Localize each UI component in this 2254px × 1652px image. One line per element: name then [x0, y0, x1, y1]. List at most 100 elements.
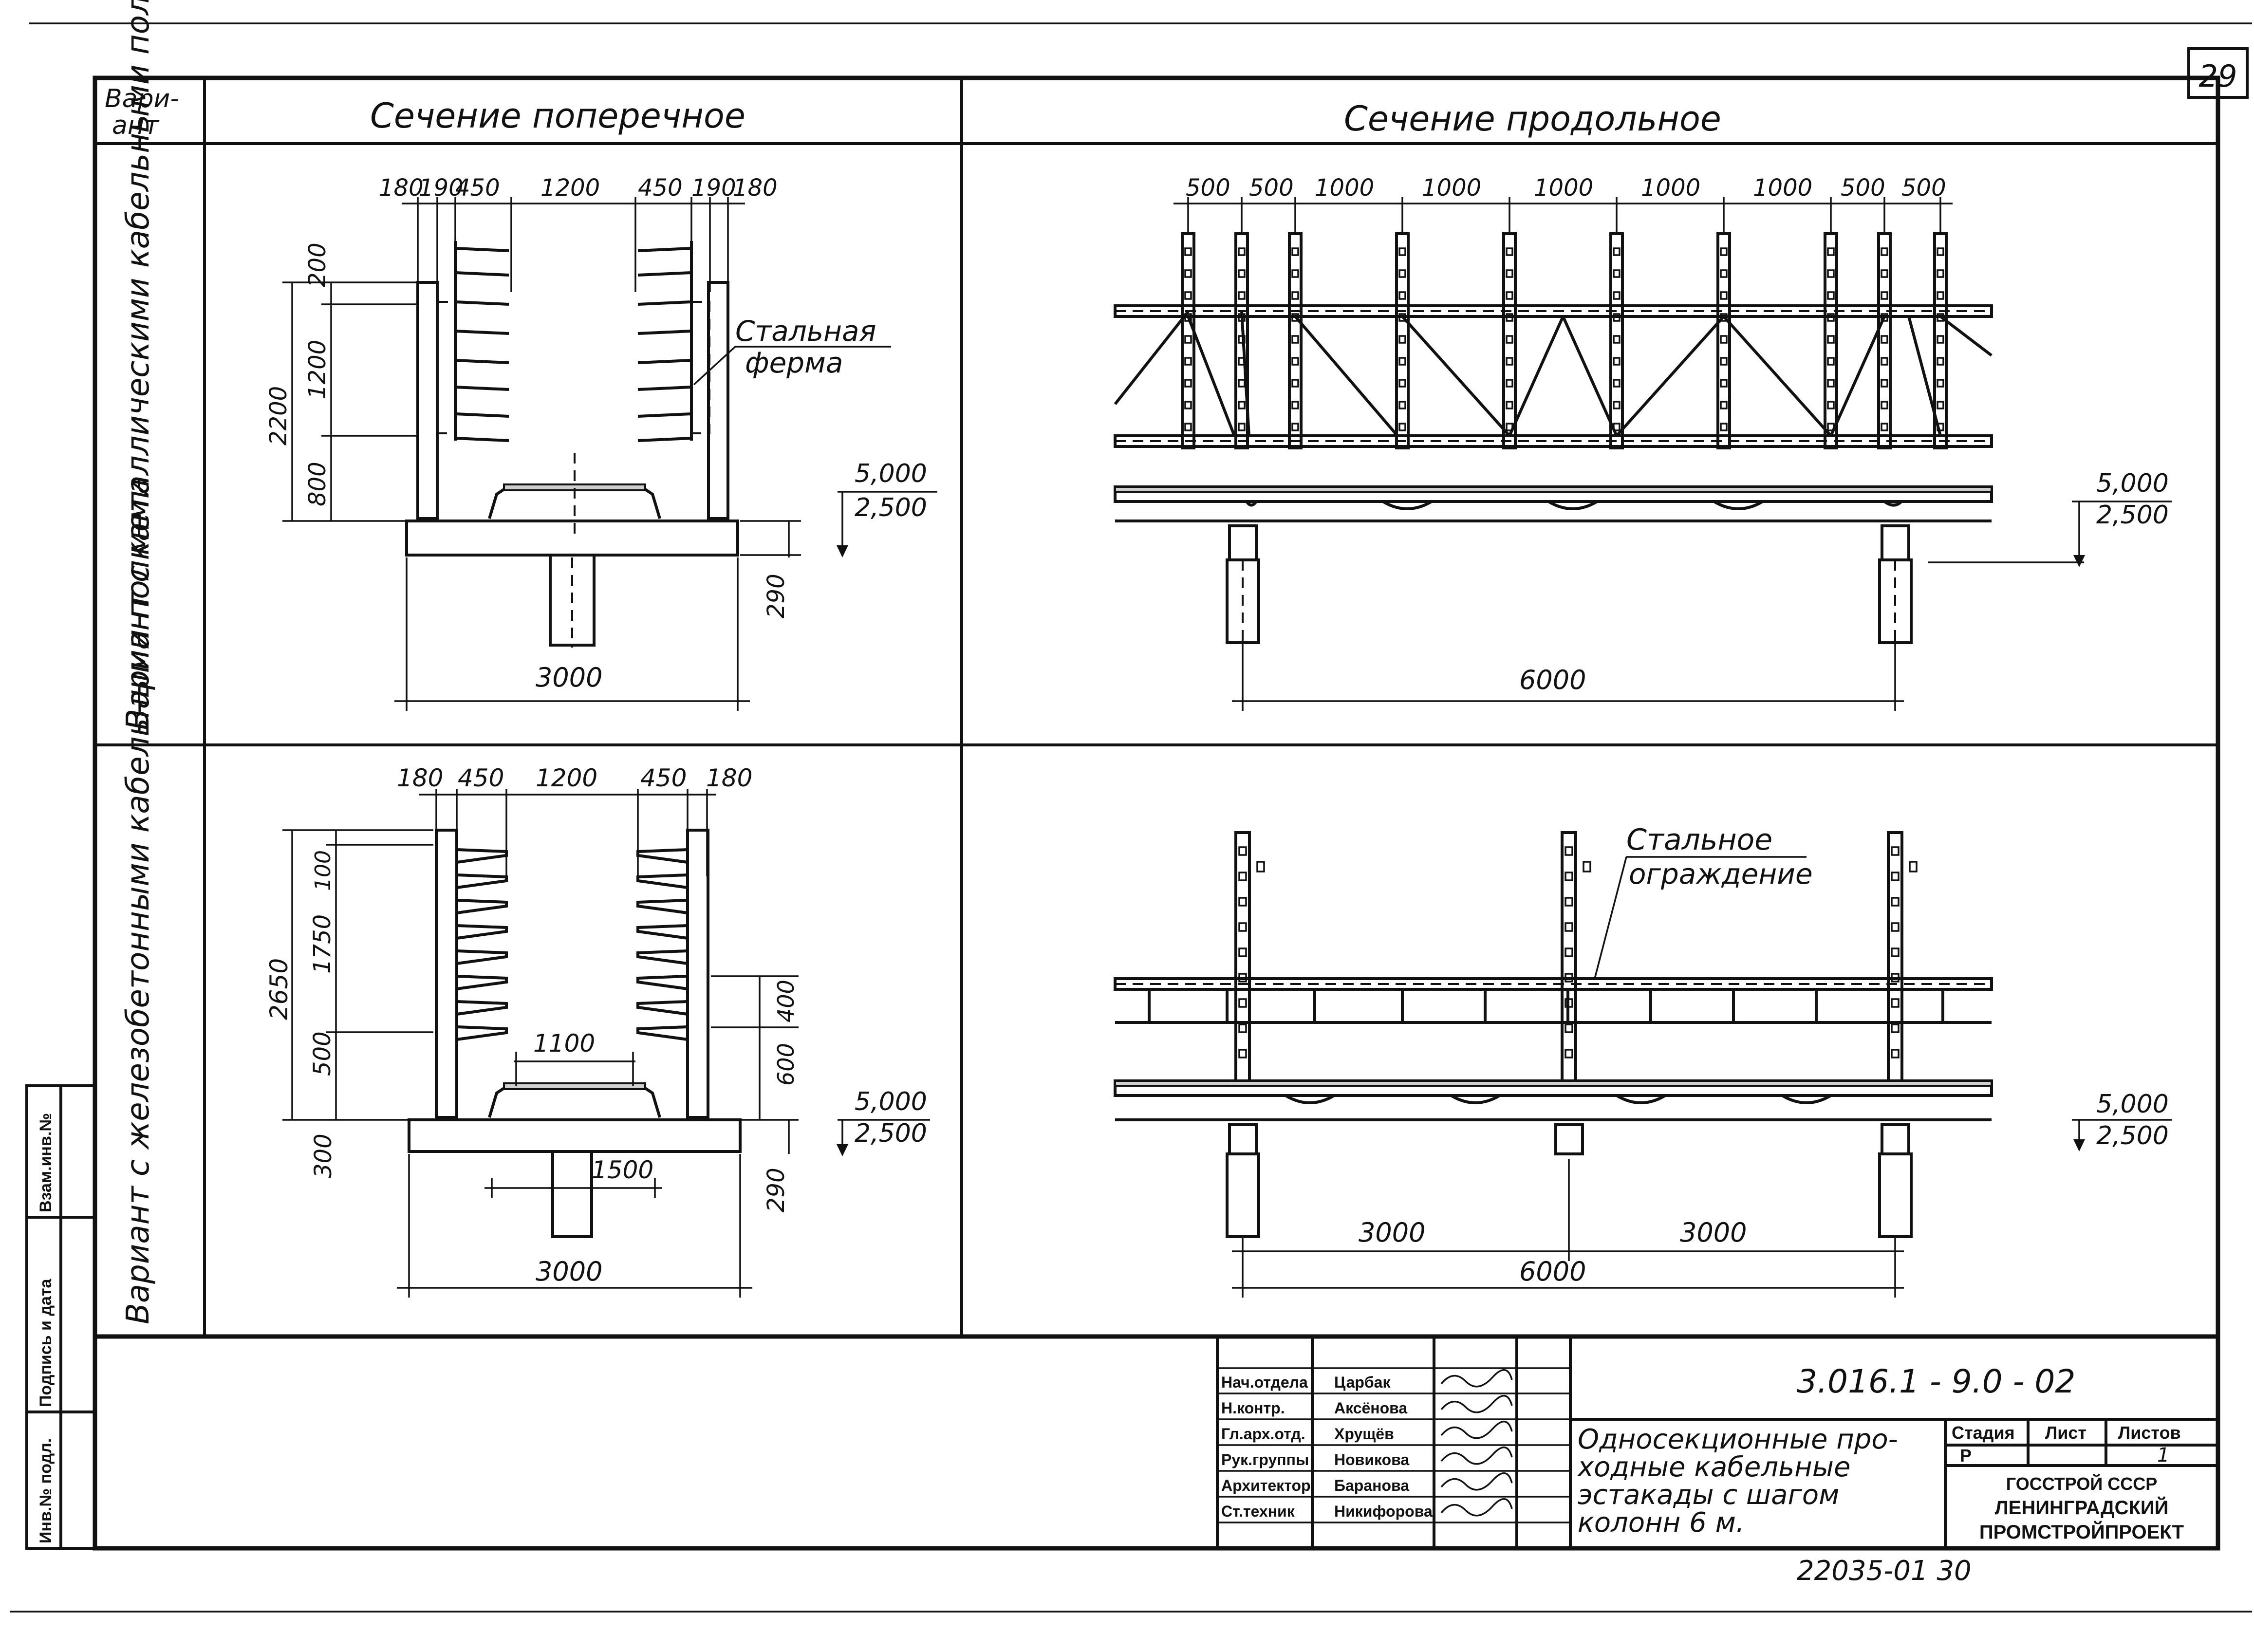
sheet-number-box: 29: [2187, 47, 2249, 99]
header-variant-line2: ант: [112, 111, 160, 140]
side-stamp-replace: Взам.инв.№: [37, 1113, 55, 1212]
v1-long-post: [1502, 232, 1517, 449]
side-stamp-signature: Подпись и дата: [37, 1278, 55, 1407]
v1-long-post: [1824, 232, 1838, 449]
org-line-1: ГОССТРОЙ СССР: [2006, 1473, 2157, 1494]
tb-signature: [1440, 1369, 1513, 1388]
archive-number: 22035-01 30: [1797, 1555, 1972, 1587]
v1-long-post: [1234, 232, 1249, 449]
v2-long-level-bottom: 2,500: [2096, 1121, 2169, 1151]
v1-cross-dim-6: 180: [733, 174, 778, 202]
v1-long-level-top: 5,000: [2096, 469, 2169, 498]
v1-cross-dim-1: 190: [419, 174, 464, 202]
v1-long-post: [1716, 232, 1731, 449]
v1-cross-height-800: 800: [304, 462, 331, 506]
title-line-2: ходные кабельные: [1577, 1451, 1850, 1483]
v2-cross-shelf: [456, 1000, 508, 1016]
v1-long-dim-3: 1000: [1422, 174, 1481, 202]
header-row: Вари- ант Сечение поперечное Сечение про…: [105, 84, 1721, 140]
tb-signature: [1440, 1446, 1513, 1465]
v2-cross-dim-3: 450: [640, 764, 687, 792]
v2-cross-shelf: [636, 873, 688, 889]
v1-long-span: 6000: [1519, 665, 1586, 695]
tb-signature: [1440, 1394, 1513, 1413]
v1-long-dim-0: 500: [1186, 174, 1230, 202]
v2-cross-shelf: [456, 848, 508, 864]
v2-cross-section: 180 450 1200 450 180 1100 1500 2650: [265, 764, 930, 1298]
sheets-header: Листов: [2118, 1423, 2181, 1443]
org-line-2: ЛЕНИНГРАДСКИЙ: [1995, 1496, 2169, 1519]
tb-role: Рук.группы: [1221, 1451, 1309, 1468]
sheet-header: Лист: [2045, 1423, 2086, 1443]
v1-long-dim-8: 500: [1901, 174, 1946, 202]
v2-cross-shelf: [636, 975, 688, 990]
tb-name: Новикова: [1334, 1451, 1409, 1468]
sheet-number: 29: [2199, 58, 2237, 94]
v1-long-dim-4: 1000: [1534, 174, 1593, 202]
variant-2-label: Вариант с железобетонными кабельными пол…: [120, 479, 156, 1324]
header-variant-line1: Вари-: [105, 84, 179, 113]
v2-cross-shelf: [456, 924, 508, 940]
v1-long-dim-5: 1000: [1641, 174, 1700, 202]
v2-cross-level-bottom: 2,500: [855, 1119, 927, 1148]
v1-long-post: [1395, 232, 1410, 449]
org-line-3: ПРОМСТРОЙПРОЕКТ: [1979, 1521, 2184, 1543]
sheets-value: 1: [2157, 1444, 2169, 1466]
v2-cross-shelf: [636, 924, 688, 940]
v1-cross-height-total: 2200: [265, 386, 292, 445]
v1-long-post: [1288, 232, 1303, 449]
v1-cross-dim-3: 1200: [540, 174, 600, 202]
v1-long-dim-7: 500: [1841, 174, 1885, 202]
v1-cross-level-top: 5,000: [855, 459, 927, 488]
v2-long-section: Стальное ограждение 5,000 2,500 3000 300…: [1114, 823, 2172, 1298]
v1-long-dim-2: 1000: [1315, 174, 1374, 202]
v2-cross-shelf: [456, 949, 508, 965]
tb-role: Нач.отдела: [1221, 1374, 1308, 1391]
v2-cross-depth: 290: [763, 1168, 790, 1212]
v1-cross-height-200: 200: [304, 242, 331, 287]
tb-role: Гл.арх.отд.: [1221, 1425, 1305, 1443]
header-long-section: Сечение продольное: [1344, 99, 1721, 139]
title-line-3: эстакады с шагом: [1578, 1479, 1839, 1511]
variant-1-label: Вариант с металлическими кабельными полк…: [120, 0, 156, 730]
v2-cross-right-600: 600: [773, 1043, 799, 1086]
v2-cross-bottom-300: 300: [310, 1133, 337, 1178]
v2-cross-shelf: [456, 1025, 508, 1041]
v1-cross-dim-5: 190: [691, 174, 736, 202]
tb-name: Никифорова: [1334, 1503, 1433, 1520]
stage-header: Стадия: [1952, 1423, 2015, 1443]
tb-name: Хрущёв: [1334, 1425, 1394, 1443]
v2-cross-shelf: [636, 1000, 688, 1016]
v2-cross-dim-2: 1200: [536, 764, 597, 792]
v2-cross-right-400: 400: [773, 980, 799, 1022]
v2-cross-shelf: [456, 873, 508, 889]
stage-value: Р: [1960, 1446, 1972, 1466]
tb-name: Царбак: [1334, 1374, 1391, 1391]
v1-cross-height-1200: 1200: [304, 340, 331, 399]
v1-cross-callout-line1: Стальная: [735, 315, 876, 348]
v2-cross-dim-4: 180: [706, 764, 752, 792]
v2-cross-shelf: [636, 899, 688, 914]
v2-long-half-span-2: 3000: [1680, 1217, 1747, 1248]
v1-cross-dim-0: 180: [379, 174, 424, 202]
v1-long-post: [1877, 232, 1892, 449]
v2-long-callout-line1: Стальное: [1626, 823, 1772, 857]
side-stamp-inv-no: Инв.№ подл.: [37, 1438, 55, 1543]
v1-long-level-bottom: 2,500: [2096, 501, 2169, 530]
title-line-4: колонн 6 м.: [1578, 1507, 1745, 1539]
v2-cross-height-1750: 1750: [309, 914, 336, 974]
title-line-1: Односекционные про-: [1578, 1424, 1898, 1455]
tb-name: Баранова: [1334, 1477, 1409, 1494]
v1-long-post: [1181, 232, 1195, 449]
tb-name: Аксёнова: [1334, 1399, 1407, 1417]
v1-long-section: 500 500 1000 1000 1000 1000 1000 500 500: [1114, 174, 2172, 711]
v2-cross-height-500: 500: [309, 1031, 336, 1076]
header-cross-section: Сечение поперечное: [370, 96, 745, 136]
v2-cross-level-top: 5,000: [855, 1087, 927, 1116]
v2-long-level-top: 5,000: [2096, 1090, 2169, 1119]
v2-cross-foot-width: 1500: [592, 1156, 653, 1184]
v2-long-callout-line2: ограждение: [1629, 857, 1813, 891]
v1-cross-dim-4: 450: [638, 174, 683, 202]
v1-cross-level-bottom: 2,500: [855, 493, 927, 522]
